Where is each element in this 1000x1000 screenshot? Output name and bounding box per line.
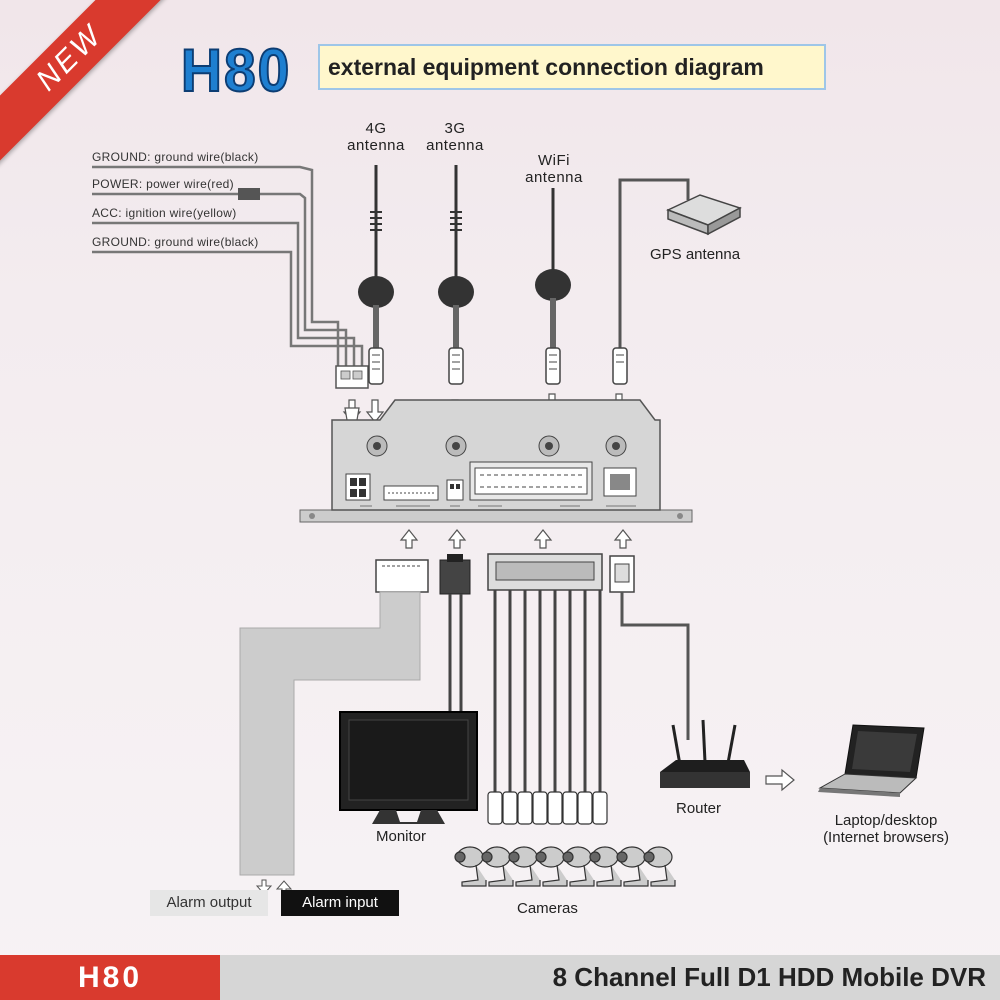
footer-bar: H80 8 Channel Full D1 HDD Mobile DVR [0,955,1000,1000]
dvr-unit [299,399,693,523]
antenna-3g-label: 3G antenna [418,120,492,154]
footer-description: 8 Channel Full D1 HDD Mobile DVR [552,962,986,992]
antenna-3g-label-line1: 3G [444,120,466,137]
cameras-icon [454,846,676,887]
alarm-input-label: Alarm input [281,890,399,916]
footer-model: H80 [0,955,220,1000]
antenna-4g-icon [358,165,394,385]
network-cable [609,555,690,740]
laptop-label-line1: Laptop/desktop [834,812,938,829]
antenna-4g-label: 4G antenna [340,120,412,154]
gps-antenna-label: GPS antenna [650,246,741,263]
router-label: Router [676,800,722,817]
power-wire-harness [92,165,369,389]
wifi-antenna-label-line2: antenna [525,169,583,186]
antenna-wifi-icon [535,188,571,385]
wifi-antenna-label-line1: WiFi [538,152,570,169]
gps-antenna-icon [612,178,742,385]
cameras-label: Cameras [517,900,578,917]
laptop-label: Laptop/desktop (Internet browsers) [806,812,966,846]
wifi-antenna-label: WiFi antenna [514,152,594,186]
alarm-output-label: Alarm output [150,890,268,916]
antenna-3g-label-line2: antenna [426,137,484,154]
product-logo: H80 [180,36,292,105]
wire-label-ground-2: GROUND: ground wire(black) [92,235,259,249]
monitor-cable [439,554,471,712]
antenna-3g-icon [438,165,474,385]
camera-harness [487,553,608,825]
wire-label-power: POWER: power wire(red) [92,177,234,191]
antenna-4g-label-line2: antenna [347,137,405,154]
alarm-cable [239,559,429,896]
laptop-icon [818,724,925,797]
antenna-4g-label-line1: 4G [365,120,387,137]
monitor-label: Monitor [376,828,427,845]
diagram-title: external equipment connection diagram [318,44,826,90]
wire-label-ground-1: GROUND: ground wire(black) [92,150,259,164]
laptop-label-line2: (Internet browsers) [823,829,949,846]
output-arrows [399,529,633,549]
router-icon [660,719,750,788]
wire-label-acc: ACC: ignition wire(yellow) [92,206,237,220]
monitor-icon [339,711,478,824]
router-laptop-arrow [765,768,795,792]
